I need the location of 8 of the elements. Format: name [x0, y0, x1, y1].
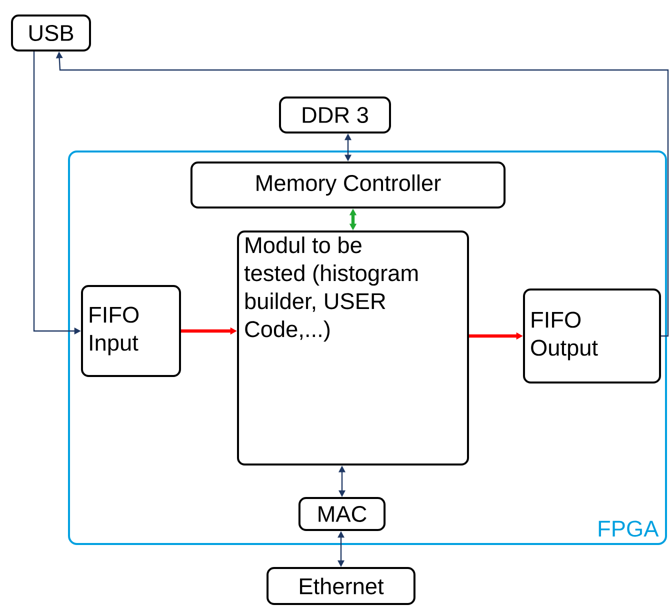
block-box: MAC [298, 497, 386, 531]
block-box: Memory Controller [190, 161, 506, 209]
block-box: Ethernet [266, 567, 416, 605]
block-box: DDR 3 [279, 96, 391, 134]
block-box: FIFO Output [523, 288, 661, 384]
block-box: FIFO Input [81, 285, 181, 377]
block-box: Modul to be tested (histogram builder, USER Code,...) [237, 230, 469, 466]
block-box: USB [11, 14, 91, 52]
